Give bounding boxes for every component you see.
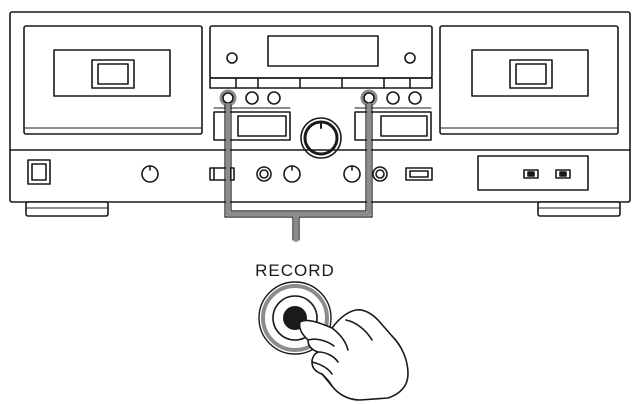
transport-button-row	[209, 77, 433, 89]
right-indicator-panel	[477, 155, 589, 191]
left-meter-knob-icon	[226, 52, 238, 64]
right-mode-switch-icon	[405, 167, 433, 181]
left-foot	[25, 201, 109, 217]
center-small-knobs	[256, 165, 388, 183]
pointing-hand-icon	[298, 309, 409, 401]
record-callout-bracket-outline	[224, 104, 373, 241]
right-cassette-door	[439, 25, 619, 135]
power-button-icon	[27, 159, 51, 185]
right-meter-knob-icon	[404, 52, 416, 64]
record-label: RECORD	[255, 261, 335, 280]
left-cassette-door	[23, 25, 203, 135]
left-level-knob-icon	[141, 165, 159, 183]
main-volume-knob-icon	[300, 117, 342, 159]
cassette-deck-body	[9, 11, 631, 203]
right-foot	[537, 201, 621, 217]
record-callout-bracket	[226, 103, 371, 242]
